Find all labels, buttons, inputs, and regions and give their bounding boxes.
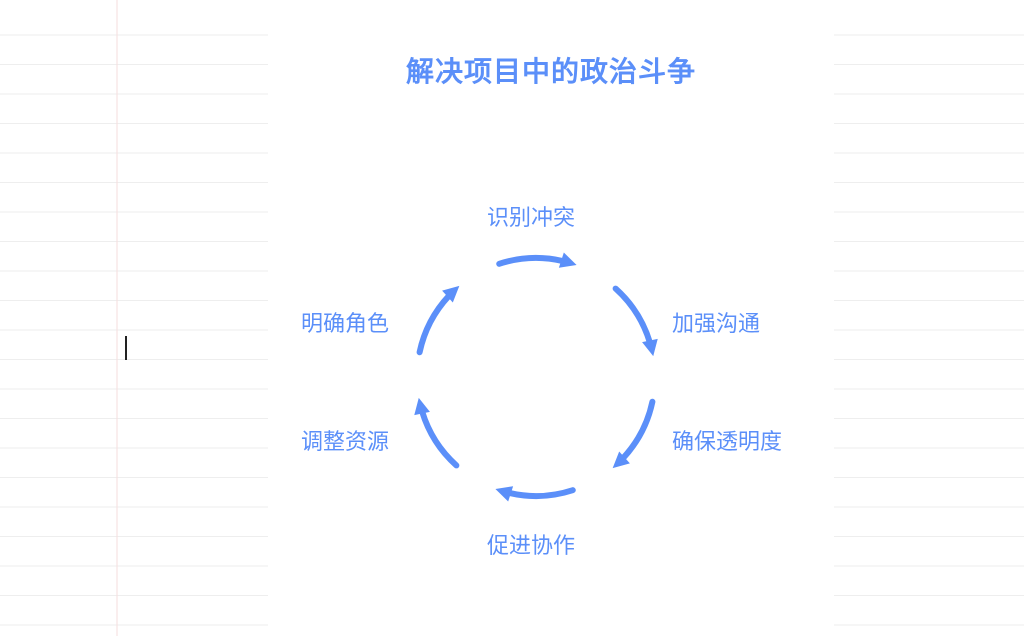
arrowhead-communicate-to-transparency [642,338,658,357]
step-label-adjust-resources: 调整资源 [301,430,390,455]
cycle-arrow-collaborate-to-resources [506,487,576,499]
arrowhead-transparency-to-collaborate [612,451,630,469]
cycle-arrow-identify-to-communicate [496,255,566,267]
cycle-arrow-roles-to-identify [416,292,452,356]
step-label-identify-conflict: 识别冲突 [487,206,576,231]
arrowhead-identify-to-communicate [558,252,577,268]
diagram-canvas [268,0,834,636]
arrowhead-collaborate-to-resources [495,486,514,502]
step-label-strengthen-communication: 加强沟通 [672,312,761,337]
cycle-arrow-resources-to-roles [419,408,460,469]
diagram-title: 解决项目中的政治斗争 [405,55,696,88]
arrowhead-roles-to-identify [442,285,460,303]
step-label-ensure-transparency: 确保透明度 [672,430,783,455]
arrowhead-resources-to-roles [414,397,430,416]
step-label-promote-collaboration: 促进协作 [487,534,576,559]
text-cursor [125,336,127,360]
step-label-clarify-roles: 明确角色 [301,312,390,337]
cycle-arrow-transparency-to-collaborate [620,398,656,462]
cycle-arrow-communicate-to-transparency [612,285,653,346]
